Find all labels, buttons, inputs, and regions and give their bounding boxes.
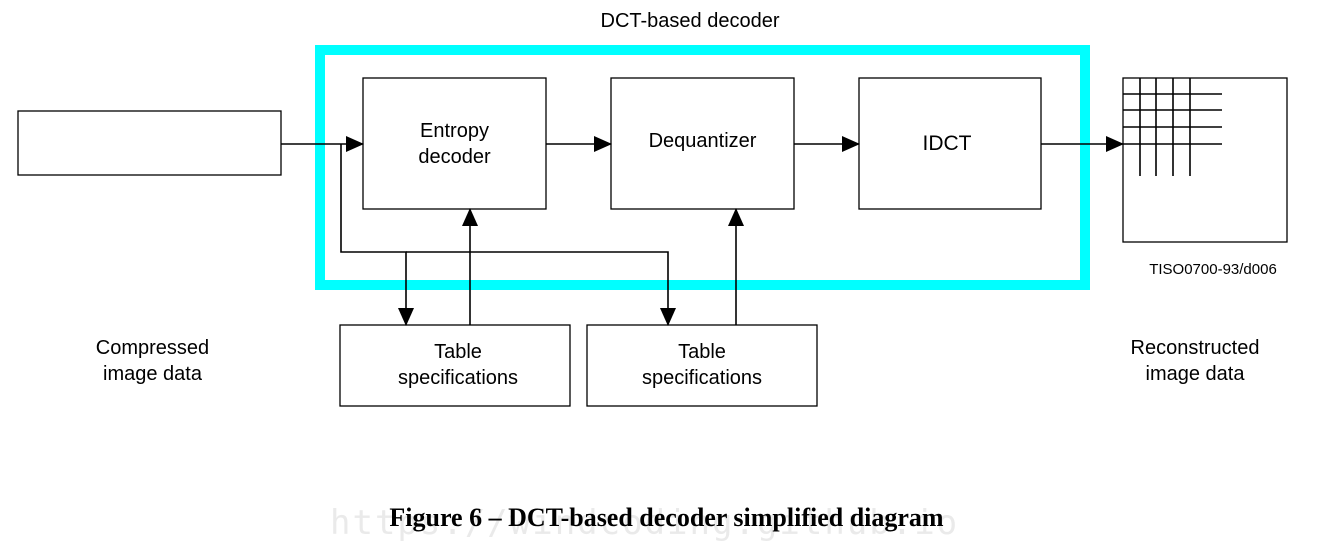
- idct-label: IDCT: [922, 132, 972, 155]
- entropy-decoder-label-line2: decoder: [418, 146, 491, 168]
- input-label: Compressed image data: [60, 335, 245, 387]
- table-spec-2-label: Table specifications: [587, 339, 817, 391]
- group-title: DCT-based decoder: [600, 10, 780, 32]
- input-block: [17, 110, 282, 176]
- figure-caption: Figure 6 – DCT-based decoder simplified …: [389, 503, 944, 532]
- entropy-decoder-label-line1: Entropy: [420, 120, 489, 142]
- watermark: https://windcoding.github.io: [330, 503, 960, 543]
- output-label-line1: Reconstructed: [1130, 337, 1260, 359]
- input-label-line1: Compressed: [95, 337, 210, 359]
- table-spec-block-1: [339, 324, 571, 407]
- entropy-decoder-block: [362, 77, 547, 210]
- entropy-decoder-label: Entropy decoder: [363, 118, 546, 170]
- dequantizer-block: [610, 77, 795, 210]
- tap-line-to-table-spec-2: [406, 251, 676, 326]
- input-label-line2: image data: [103, 363, 202, 385]
- output-label-line2: image data: [1145, 363, 1245, 385]
- table-spec-1-label: Table specifications: [340, 339, 576, 391]
- table-spec-block-2: [586, 324, 818, 407]
- reference-code: TISO0700-93/d006: [1149, 261, 1277, 278]
- output-label: Reconstructed image data: [1100, 335, 1290, 387]
- table-spec-1-label-line1: Table: [434, 341, 482, 363]
- table-spec-1-label-line2: specifications: [397, 367, 519, 389]
- tap-line-to-table-spec-1: [340, 144, 414, 326]
- table-spec-2-label-line2: specifications: [641, 367, 763, 389]
- decoder-group-box: [315, 45, 1090, 290]
- table-spec-2-label-line1: Table: [678, 341, 726, 363]
- dequantizer-label: Dequantizer: [648, 130, 757, 152]
- reconstructed-image-grid-icon: [1122, 77, 1288, 243]
